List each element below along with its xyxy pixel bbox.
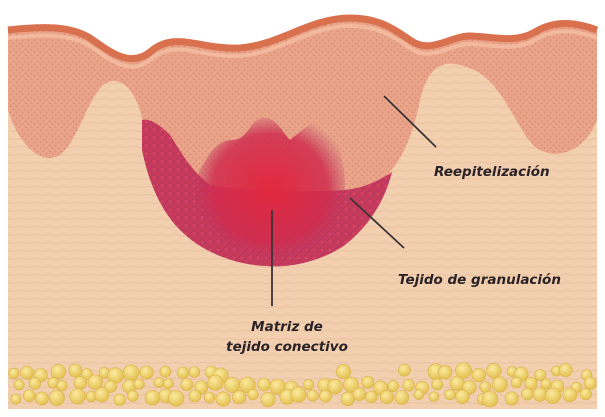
fat-cell	[70, 389, 86, 405]
fat-cell	[429, 392, 439, 402]
fat-cell	[584, 377, 596, 389]
fat-cell	[177, 367, 188, 378]
fat-cell	[398, 364, 410, 376]
fat-cell	[95, 388, 109, 402]
fat-cell	[35, 392, 48, 405]
fat-cell	[140, 366, 153, 379]
fat-cell	[261, 392, 276, 407]
fat-cell	[57, 380, 68, 391]
fat-cell	[303, 379, 313, 389]
fat-cell	[533, 388, 547, 402]
fat-cell	[395, 391, 409, 405]
fat-cell	[486, 363, 501, 378]
fat-cell	[336, 364, 350, 378]
fat-cell	[134, 379, 144, 389]
fat-cell	[114, 394, 126, 406]
fat-cell	[181, 379, 193, 391]
fat-cell	[216, 392, 230, 406]
fat-cell	[580, 388, 591, 399]
fat-cell	[23, 390, 35, 402]
fat-cell	[450, 376, 464, 390]
fat-cell	[492, 377, 507, 392]
fat-cell	[258, 378, 271, 391]
fat-cell	[9, 368, 20, 379]
fat-cell	[145, 390, 160, 405]
fat-cell	[69, 364, 82, 377]
fat-cell	[160, 366, 171, 377]
fat-cell	[189, 367, 200, 378]
fat-cell	[353, 388, 366, 401]
fat-cell	[49, 390, 64, 405]
fat-cell	[154, 377, 164, 387]
fat-cell	[403, 379, 415, 391]
fat-cell	[559, 364, 572, 377]
fat-cell	[319, 390, 331, 402]
fat-cell	[328, 379, 343, 394]
fat-cell	[14, 380, 24, 390]
label-matriz-line1: Matriz de	[251, 319, 323, 335]
fat-cell	[123, 365, 139, 381]
fat-cell	[88, 375, 103, 390]
fat-cell	[541, 379, 551, 389]
fat-cell	[365, 391, 377, 403]
fat-cell	[445, 389, 456, 400]
fat-cell	[388, 381, 399, 392]
label-reepitelizacion: Reepitelización	[434, 164, 550, 180]
fat-cell	[168, 390, 184, 406]
fat-cell	[472, 368, 486, 382]
fat-cell	[11, 394, 21, 404]
fat-cell	[208, 375, 223, 390]
fat-cell	[204, 392, 215, 403]
fat-cell	[414, 390, 424, 400]
fat-cell	[21, 366, 34, 379]
fat-cell	[189, 390, 201, 402]
fat-cell	[438, 365, 452, 379]
fat-cell	[521, 388, 533, 400]
fat-cell	[51, 364, 66, 379]
fat-cell	[127, 390, 138, 401]
fat-cell	[505, 392, 518, 405]
fat-cell	[525, 377, 537, 389]
fat-cell	[563, 388, 577, 402]
fat-cell	[29, 378, 41, 390]
fat-cell	[482, 391, 498, 407]
fat-cell	[163, 379, 173, 389]
fat-cell	[362, 376, 374, 388]
fat-cell	[232, 390, 246, 404]
fat-cell	[341, 392, 355, 406]
fat-cell	[455, 390, 469, 404]
fat-cell	[74, 376, 87, 389]
fat-cell	[248, 389, 259, 400]
fat-cell	[291, 387, 306, 402]
fat-cell	[545, 388, 561, 404]
fat-cell	[432, 379, 443, 390]
label-tejido-granulacion: Tejido de granulación	[398, 272, 561, 288]
fat-cell	[380, 390, 393, 403]
fat-cell	[511, 377, 522, 388]
fat-cell	[307, 390, 318, 401]
label-matriz-line2: tejido conectivo	[226, 339, 348, 355]
